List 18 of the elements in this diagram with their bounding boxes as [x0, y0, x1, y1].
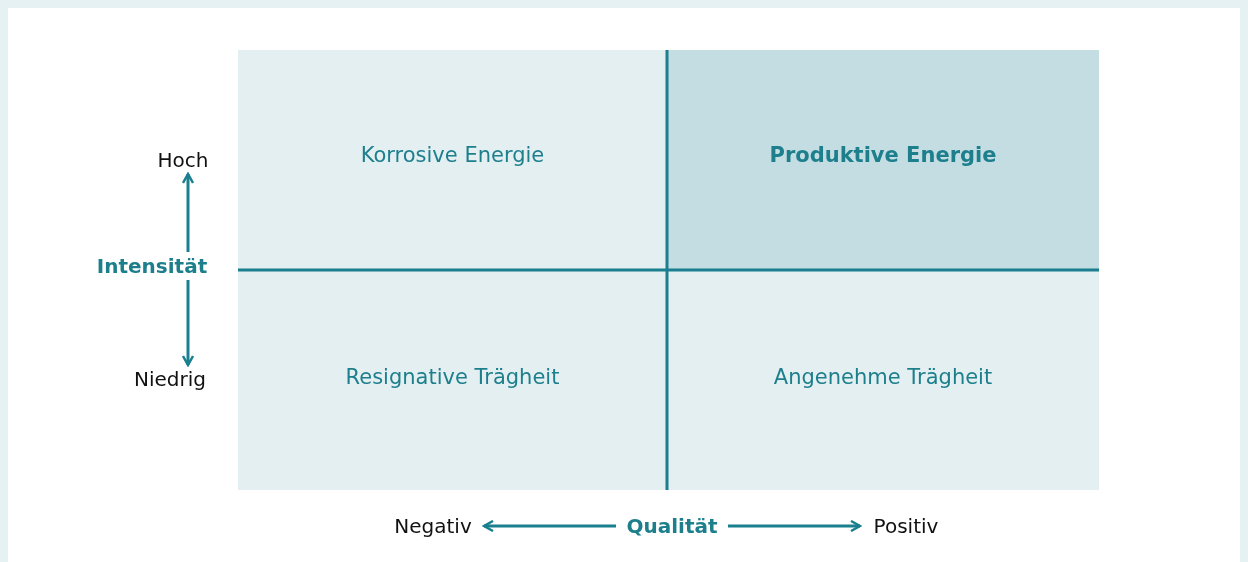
- quadrant-label: Korrosive Energie: [360, 143, 545, 167]
- quadrant-cell: [238, 50, 667, 270]
- quadrant-cell: [667, 270, 1099, 490]
- arrow: [728, 519, 862, 533]
- arrow: [482, 519, 616, 533]
- axis-label: Hoch: [148, 146, 218, 174]
- quadrant-cell: [238, 270, 667, 490]
- quadrant-cell: [667, 50, 1099, 270]
- arrow: [181, 172, 195, 252]
- axis-title: Intensität: [86, 252, 218, 280]
- axis-title: Qualität: [616, 512, 728, 540]
- axis-label: Negativ: [382, 512, 484, 540]
- axis-label: Niedrig: [122, 365, 218, 393]
- arrow: [181, 280, 195, 367]
- quadrant-label: Produktive Energie: [769, 143, 997, 167]
- axis-label: Positiv: [860, 512, 952, 540]
- quadrant-label: Resignative Trägheit: [345, 365, 560, 389]
- quadrant-label: Angenehme Trägheit: [773, 365, 993, 389]
